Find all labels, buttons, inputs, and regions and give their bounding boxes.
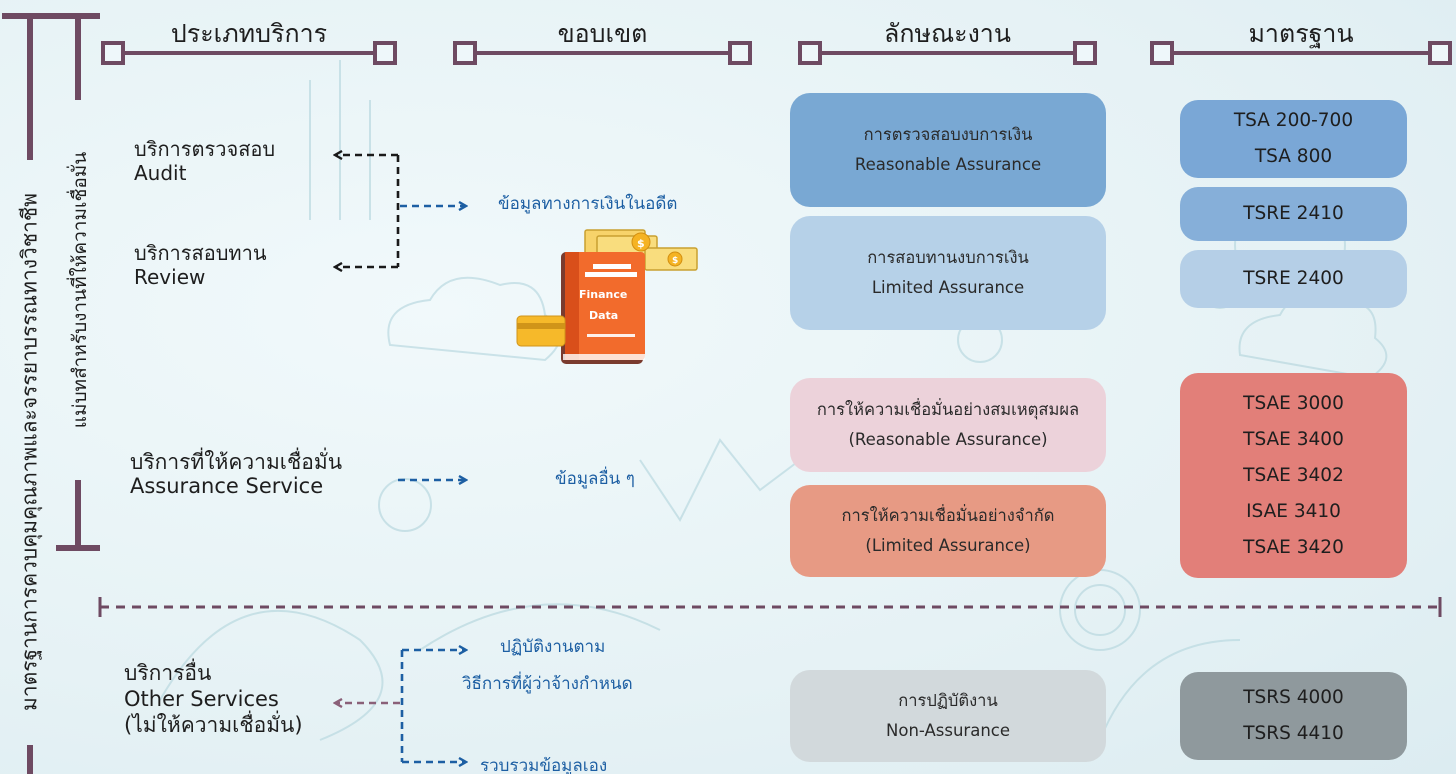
outer-side-label: มาตรฐานการควบคุมคุณภาพและจรรยาบรรณทางวิช… [17,193,42,711]
header-scope: ขอบเขต [557,19,648,48]
svg-text:$: $ [672,256,678,266]
other-services-branches [400,650,466,762]
nature-reasonable-box: การให้ความเชื่อมั่นอย่างสมเหตุสมผล (Reas… [790,378,1106,472]
standard-tsae-3400: TSAE 3400 [1243,428,1344,450]
banknotes-icon: $ $ [584,229,698,271]
scope-agreed-2: วิธีการที่ผู้ว่าจ้างกำหนด [462,674,633,694]
standard-tsrs-4410: TSRS 4410 [1243,723,1344,744]
finance-book-illustration: $ $ [516,229,698,364]
nature-reasonable-en: (Reasonable Assurance) [848,430,1048,449]
credit-card-icon [516,315,566,347]
standard-tsa-200-700: TSA 200-700 [1233,110,1354,131]
standards-related-box: TSRS 4000 TSRS 4410 [1180,672,1407,760]
standard-tsae-3000: TSAE 3000 [1243,392,1344,414]
standards-tsre-2400-box: TSRE 2400 [1180,250,1407,308]
book-label-data: Data [589,309,619,322]
nature-review-th: การสอบทานงบการเงิน [867,248,1029,267]
service-audit-th: บริการตรวจสอบ [134,137,276,161]
header-lines [101,41,1452,65]
nature-review-en: Limited Assurance [871,278,1025,297]
standard-tsre-2410: TSRE 2410 [1243,203,1344,224]
nature-audit-box: การตรวจสอบงบการเงิน Reasonable Assurance [790,93,1106,207]
loop-doodle [159,609,384,741]
service-review: บริการสอบทาน Review [134,241,267,289]
nature-non-assurance-th: การปฏิบัติงาน [898,691,998,710]
standard-tsa-800: TSA 800 [1254,146,1333,167]
header-nature: ลักษณะงาน [884,19,1011,48]
nature-limited-box: การให้ความเชื่อมั่นอย่างจำกัด (Limited A… [790,485,1106,577]
line-doodle [639,438,801,522]
service-other: บริการอื่น Other Services (ไม่ให้ความเชื… [124,660,303,738]
standard-isae-3410: ISAE 3410 [1246,500,1341,522]
service-review-en: Review [134,265,206,289]
nature-audit-en: Reasonable Assurance [854,155,1042,174]
scope-compile: รวบรวมข้อมูลเอง [480,756,608,774]
inner-side-label: แม่บทสำหรับงานที่ให้ความเชื่อมั่น [69,151,91,429]
bar-doodle [309,60,371,220]
nature-non-assurance-en: Non-Assurance [886,721,1010,740]
scope-historical: ข้อมูลทางการเงินในอดีต [498,194,678,214]
scope-other-info: ข้อมูลอื่น ๆ [555,469,635,489]
swirl-doodle [419,603,661,651]
standards-assurance-box: TSAE 3000 TSAE 3400 TSAE 3402 ISAE 3410 … [1180,373,1407,578]
standards-tsre-2410-box: TSRE 2410 [1180,187,1407,241]
nature-limited-en: (Limited Assurance) [865,536,1031,555]
standard-tsrs-4000: TSRS 4000 [1243,687,1344,708]
nature-non-assurance-box: การปฏิบัติงาน Non-Assurance [790,670,1106,762]
audit-review-connector [335,155,400,267]
service-other-en: Other Services [124,687,279,711]
svg-text:$: $ [637,237,645,250]
service-review-th: บริการสอบทาน [134,241,267,265]
swirl-doodle-2 [1099,639,1241,741]
scope-agreed-1: ปฏิบัติงานตาม [500,637,606,657]
nature-reasonable-th: การให้ความเชื่อมั่นอย่างสมเหตุสมผล [816,400,1080,419]
service-assurance-th: บริการที่ให้ความเชื่อมั่น [130,450,343,474]
standards-audit-box: TSA 200-700 TSA 800 [1180,100,1407,178]
service-audit: บริการตรวจสอบ Audit [134,137,275,185]
service-other-th: บริการอื่น [124,661,212,685]
header-service-type: ประเภทบริการ [170,19,328,48]
book-icon [561,252,645,364]
standard-tsae-3402: TSAE 3402 [1243,464,1344,486]
service-assurance: บริการที่ให้ความเชื่อมั่น Assurance Serv… [130,450,342,498]
nature-audit-th: การตรวจสอบงบการเงิน [863,125,1033,144]
service-audit-en: Audit [134,161,187,185]
standard-tsae-3420: TSAE 3420 [1243,536,1344,558]
service-other-note: (ไม่ให้ความเชื่อมั่น) [124,713,303,737]
service-assurance-en: Assurance Service [130,474,324,498]
header-standards: มาตรฐาน [1248,19,1354,48]
nature-review-box: การสอบทานงบการเงิน Limited Assurance [790,216,1106,330]
book-label-finance: Finance [579,288,628,301]
nature-limited-th: การให้ความเชื่อมั่นอย่างจำกัด [841,506,1055,525]
side-brackets [2,13,100,774]
standard-tsre-2400: TSRE 2400 [1243,268,1344,289]
